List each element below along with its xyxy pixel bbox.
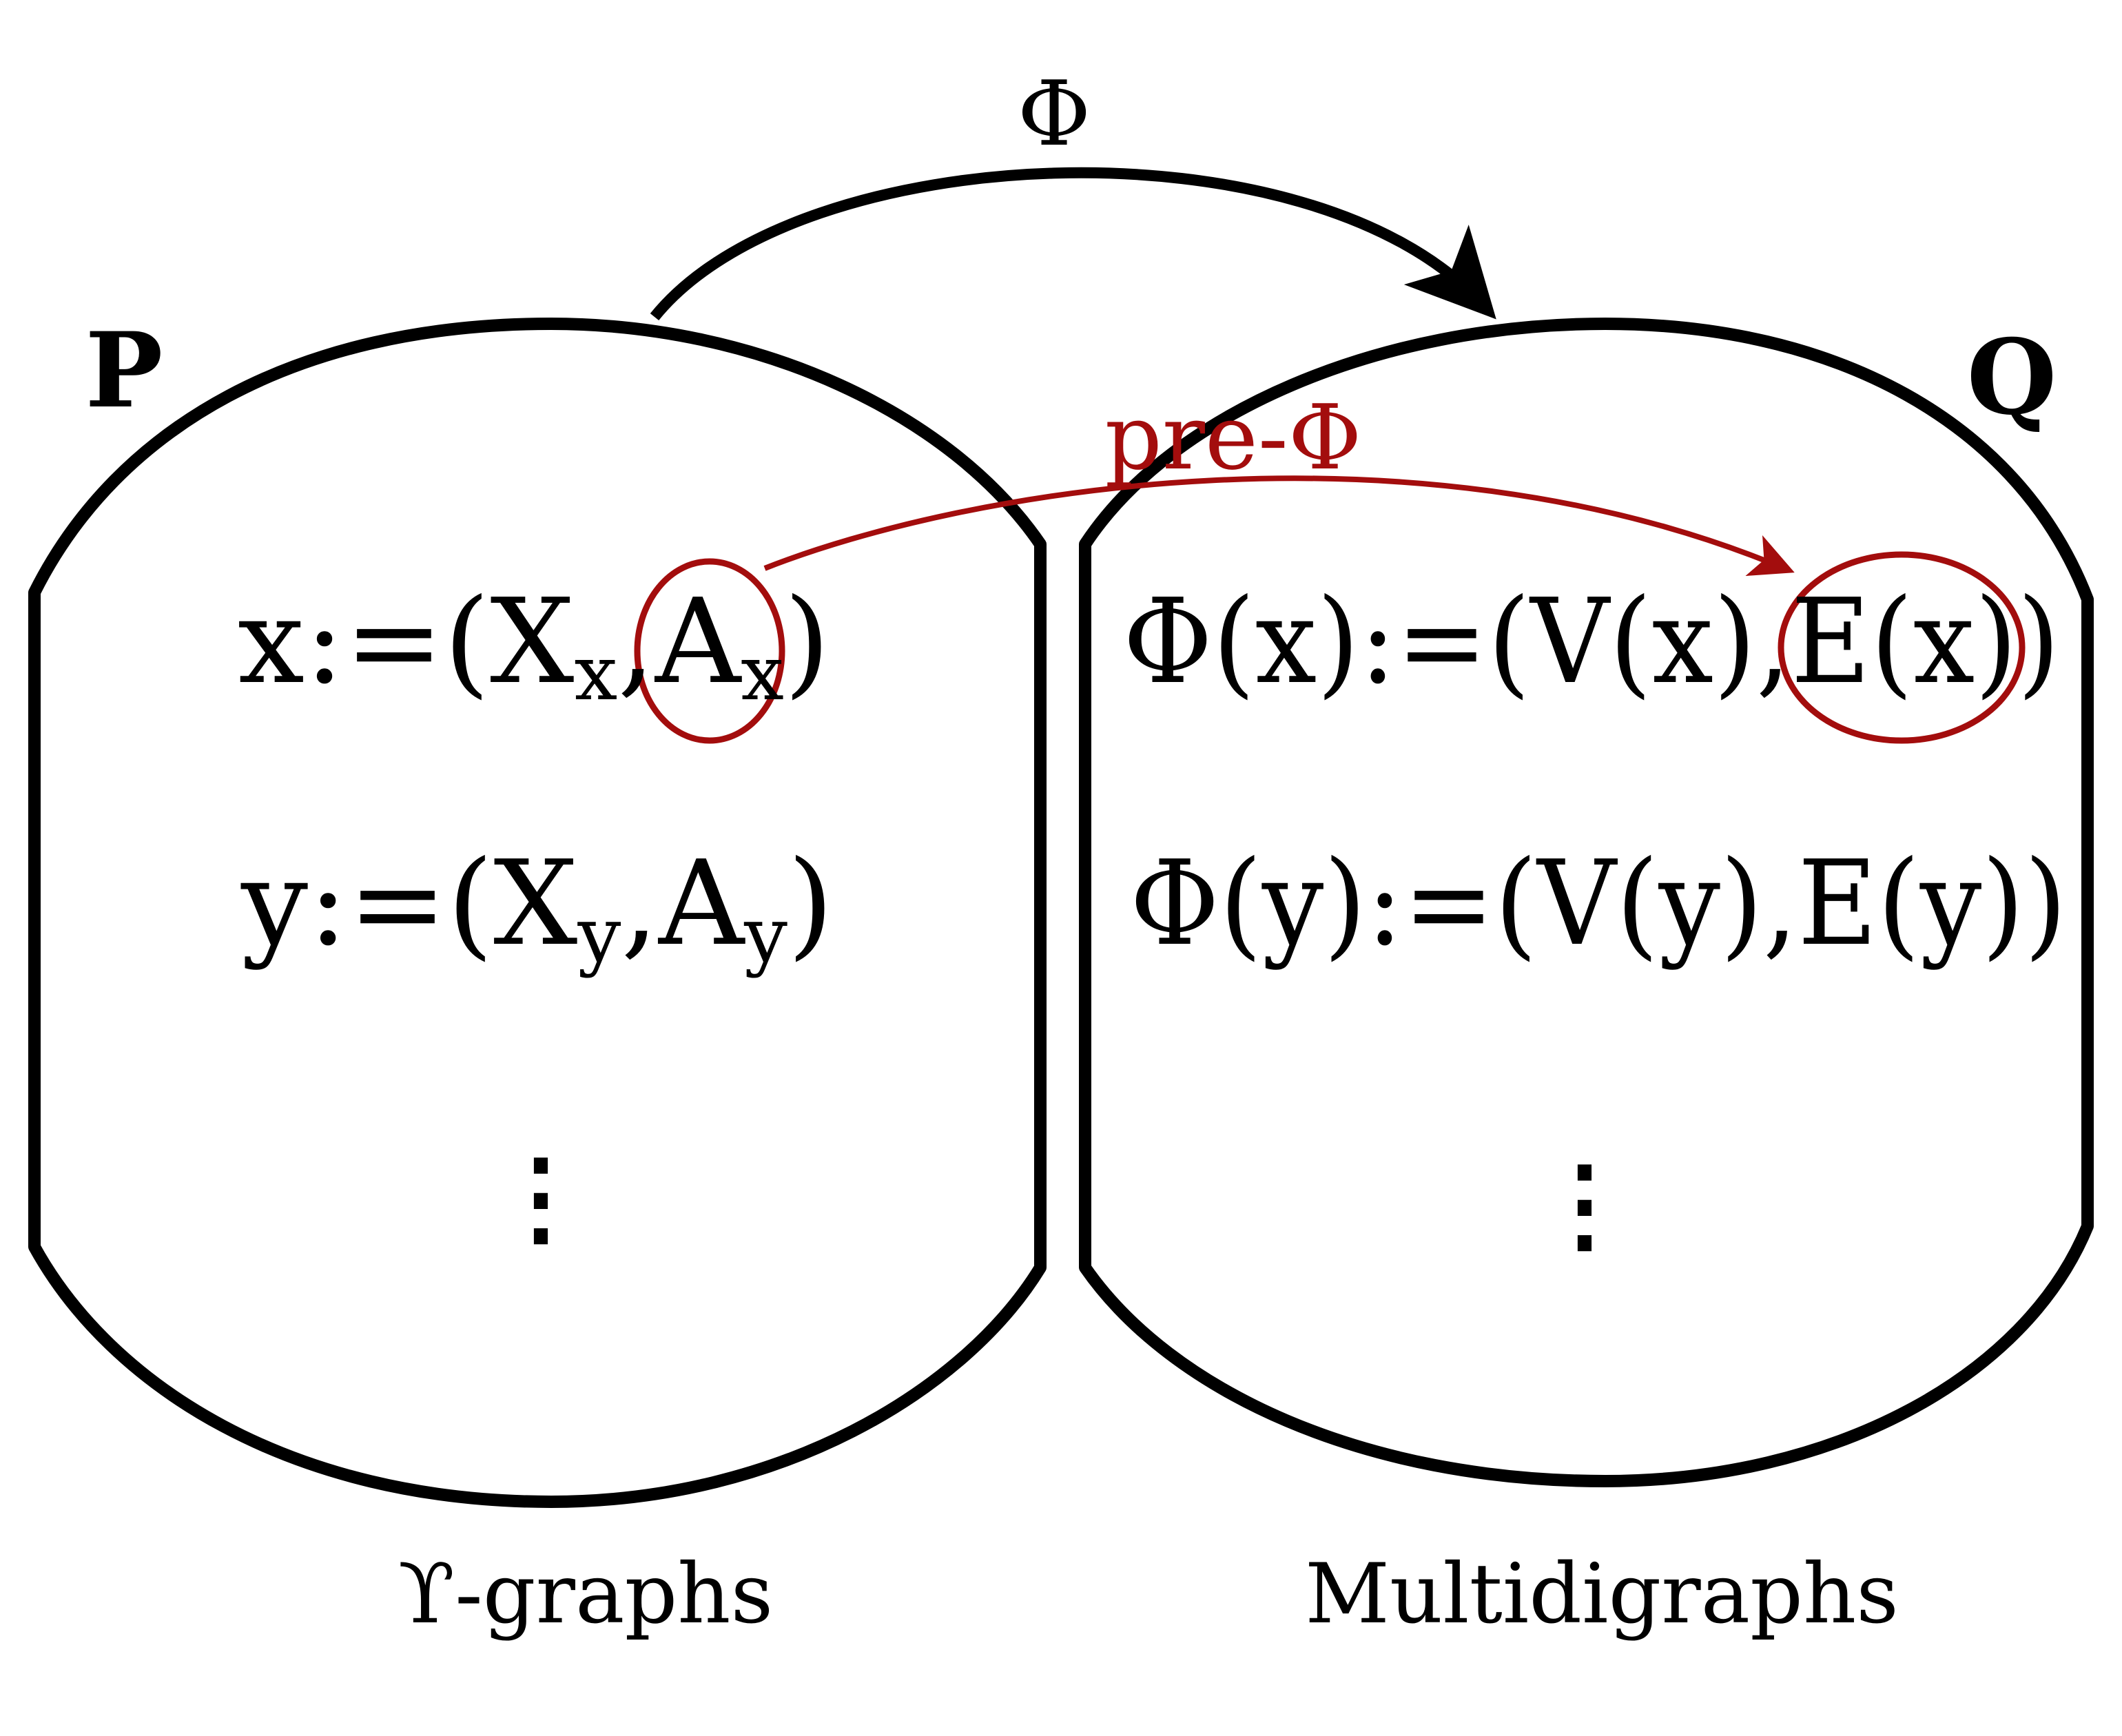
left-formula-row-y: y:=(Xy,Ay)	[240, 836, 834, 979]
highlight-ellipse-a-x	[634, 558, 785, 744]
pre-phi-label: pre-Φ	[1105, 385, 1362, 490]
set-q-name: Q	[1967, 317, 2057, 438]
left-caption: ϒ-graphs	[398, 1547, 773, 1642]
pre-phi-map-arrow	[763, 475, 1795, 577]
right-formula-row-y: Φ(y):=(V(y),E(y))	[1130, 836, 2067, 972]
right-formula-row-x: Φ(x):=(V(x),E(x))	[1123, 574, 2060, 710]
phi-label: Φ	[1018, 61, 1091, 166]
highlight-ellipse-e-x	[1778, 551, 2026, 744]
set-p-boundary	[28, 318, 1047, 1508]
left-formula-row-x: x:=(Xx,Ax)	[238, 574, 830, 717]
set-q-boundary	[1079, 318, 2094, 1487]
right-caption: Multidigraphs	[1305, 1547, 1899, 1642]
set-p-name: P	[85, 310, 163, 431]
phi-map-arrow	[650, 167, 1496, 321]
left-ellipsis: ⋮	[489, 1137, 593, 1258]
right-ellipsis: ⋮	[1533, 1144, 1636, 1265]
